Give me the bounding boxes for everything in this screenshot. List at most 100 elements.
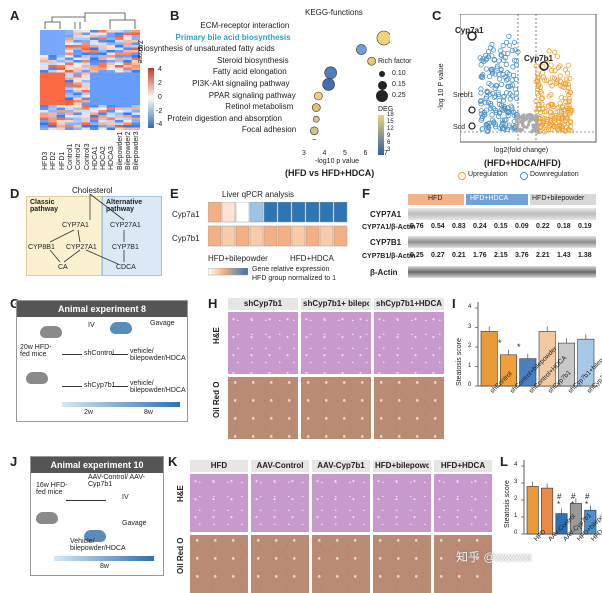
wb-row1-value: 0.22 xyxy=(536,223,550,230)
j-iv: IV xyxy=(122,494,129,501)
kegg-dot xyxy=(325,67,337,79)
qpcr-title: Liver qPCR analysis xyxy=(222,190,294,199)
significance-mark: * xyxy=(571,500,574,509)
wb-row2-value: 3.76 xyxy=(515,252,529,259)
panel-d-label: D xyxy=(10,186,19,201)
he-stain-image xyxy=(190,474,248,532)
oil-red-o-image xyxy=(374,377,444,439)
wb-row2-value: 2.15 xyxy=(494,252,508,259)
bar xyxy=(481,331,497,386)
k-row-oro: Oil Red O xyxy=(176,538,185,574)
wb-row2-value: 0.21 xyxy=(452,252,466,259)
wb-row2-ratio: CYP7B1/β-Actin xyxy=(362,253,415,260)
wb-row2-value: 2.21 xyxy=(536,252,550,259)
wb-row1-value: 0.54 xyxy=(431,223,445,230)
g-arrow-4 xyxy=(112,386,128,387)
wb-row2-value: 1.76 xyxy=(473,252,487,259)
l-ylabel: Steatosis score xyxy=(504,480,511,528)
y-tick: 1 xyxy=(514,513,517,519)
panel-e-label: E xyxy=(170,186,179,201)
heatmap-sample-label: HDCA1 xyxy=(92,146,99,170)
panel-j-label: J xyxy=(10,454,17,469)
wb-row1-value: 0.24 xyxy=(473,223,487,230)
legend-up-dot xyxy=(458,172,466,180)
wb-blot1 xyxy=(408,208,596,220)
bar xyxy=(541,488,552,534)
he-stain-image xyxy=(373,474,431,532)
j-timeline xyxy=(54,556,154,561)
g-mouse-1 xyxy=(26,372,48,384)
y-tick: 1 xyxy=(468,363,471,369)
he-stain-image xyxy=(312,474,370,532)
heatmap-sample-label: HFD3 xyxy=(42,152,49,170)
kegg-dot xyxy=(323,78,335,90)
wb-row2-value: 1.38 xyxy=(578,252,592,259)
kegg-dot xyxy=(313,116,319,122)
kegg-title: KEGG-functions xyxy=(305,8,363,17)
wb-blot3 xyxy=(408,266,596,278)
heatmap-sample-label: HFD2 xyxy=(50,152,57,170)
panel-k-label: K xyxy=(168,454,177,469)
qpcr-scale xyxy=(208,268,248,276)
j-mice: 16w HFD-fed mice xyxy=(36,482,76,496)
wb-group-hdca-label: HFD+HDCA xyxy=(470,195,508,202)
kegg-dot xyxy=(314,92,322,100)
k-row-he: H&E xyxy=(176,485,185,502)
g-mice: 20w HFD-fed mice xyxy=(20,344,60,358)
y-tick: 0 xyxy=(514,530,517,536)
kegg-term: Biosynthesis of unsaturated fatty acids xyxy=(138,44,275,53)
heatmap-dendrogram xyxy=(40,12,140,30)
animal-exp10-title: Animal experiment 10 xyxy=(31,457,163,473)
kegg-dot xyxy=(312,104,320,112)
deg-tick: 6 xyxy=(387,140,390,146)
deg-tick: 18 xyxy=(387,112,394,118)
significance-mark: * xyxy=(585,500,588,509)
histology-column-title: shCyp7b1+ bilepowder xyxy=(303,299,369,308)
oil-red-o-image xyxy=(228,377,298,439)
kegg-term: Fatty acid elongation xyxy=(213,67,287,76)
kegg-plot xyxy=(300,20,390,140)
j-gavage: Gavage xyxy=(122,520,147,527)
legend-up-text: Upregulation xyxy=(468,171,508,178)
h-row-oro: Oil Red O xyxy=(212,382,221,418)
panel-i-label: I xyxy=(452,296,456,311)
legend-down-text: Downregulation xyxy=(530,171,579,178)
zscore-m2: -2 xyxy=(156,108,162,115)
wb-row2-value: 0.25 xyxy=(410,252,424,259)
he-stain-image xyxy=(251,474,309,532)
kegg-term: Retinol metabolism xyxy=(225,102,293,111)
g-arrow-3 xyxy=(112,354,128,355)
wb-row1-value: 0.18 xyxy=(557,223,571,230)
kegg-dot xyxy=(377,31,390,45)
g-t1: 2w xyxy=(84,409,93,416)
g-mouse-2 xyxy=(40,326,62,338)
g-mouse-3 xyxy=(110,322,132,334)
zscore-4: 4 xyxy=(158,66,162,73)
heatmap-sample-label: Bilepowder3 xyxy=(133,131,140,170)
zscore-colorbar xyxy=(148,68,156,128)
wb-row1-value: 0.83 xyxy=(452,223,466,230)
rich-factor-value: 0.25 xyxy=(392,92,406,99)
qpcr-heatmap xyxy=(208,202,348,252)
zscore-0: 0 xyxy=(158,94,162,101)
panel-f-label: F xyxy=(362,186,370,201)
rich-factor-dot xyxy=(378,81,387,90)
volcano-ylabel: -log 10 P value xyxy=(438,63,445,110)
qpcr-row-cyp7a1: Cyp7a1 xyxy=(172,210,200,219)
histology-column-title: shCyp7b1 xyxy=(230,299,296,308)
qpcr-right-group: HFD+HDCA xyxy=(290,254,334,263)
gene-cyp7a1: Cyp7a1 xyxy=(455,26,483,35)
histology-column-title: HFD+bilepowder xyxy=(375,461,429,470)
j-mouse-1 xyxy=(36,512,58,524)
qpcr-legend-2: HFD group normalized to 1 xyxy=(252,275,336,282)
kegg-xlabel: -log10 p value xyxy=(315,158,359,165)
y-tick: 4 xyxy=(468,304,471,310)
y-tick: 0 xyxy=(468,382,471,388)
volcano-subtitle: (HFD+HDCA/HFD) xyxy=(484,158,561,168)
qpcr-left-group: HFD+bilepowder xyxy=(208,254,268,263)
kegg-dot xyxy=(310,127,318,135)
wb-group-bile-label: HFD+bilepowder xyxy=(532,195,584,202)
kegg-xtick: 3 xyxy=(302,150,306,157)
rich-factor-value: 0.15 xyxy=(392,81,406,88)
panel-h-label: H xyxy=(208,296,217,311)
